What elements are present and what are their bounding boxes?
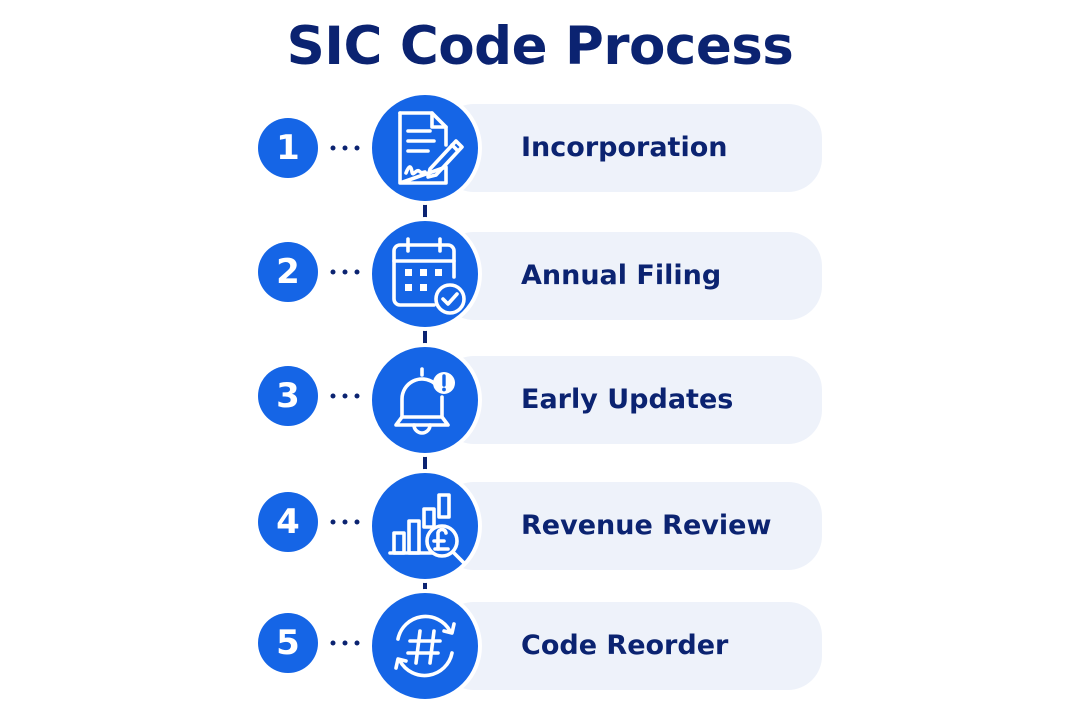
step-icon-circle [368,91,482,205]
step-number-badge: 2 [258,242,318,302]
step-icon-circle [368,589,482,703]
step-card [440,356,822,444]
step-icon-circle [368,343,482,457]
document-signature-icon [398,111,464,185]
hash-refresh-icon [394,614,456,678]
step-card [440,232,822,320]
step-number-badge: 1 [258,118,318,178]
calendar-check-icon [392,237,466,315]
step-number-badge: 3 [258,366,318,426]
dotted-connector [330,145,360,151]
bell-alert-icon [394,367,455,435]
step-incorporation: Incorporation 1 [0,0,1080,205]
page-title: SIC Code Process [286,16,794,77]
step-label: Incorporation [521,132,728,163]
bar-chart-pound-search-icon [388,493,466,565]
dotted-connector [330,393,360,399]
step-code-reorder: Code Reorder 5 [0,0,1080,703]
dotted-connector [330,640,360,646]
step-early-updates: Early Updates 3 [0,0,1080,457]
step-number-badge: 4 [258,492,318,552]
step-annual-filing: Annual Filing 2 [0,0,1080,331]
step-number-badge: 5 [258,613,318,673]
step-label: Early Updates [521,384,734,415]
step-label: Annual Filing [521,260,722,291]
dotted-connector [330,519,360,525]
step-revenue-review: Revenue Review 4 [0,0,1080,583]
step-label: Revenue Review [521,510,772,541]
step-label: Code Reorder [521,630,729,661]
step-icon-circle [368,217,482,331]
step-card [440,482,822,570]
step-card [440,602,822,690]
dotted-connector [330,269,360,275]
step-card [440,104,822,192]
step-icon-circle [368,469,482,583]
